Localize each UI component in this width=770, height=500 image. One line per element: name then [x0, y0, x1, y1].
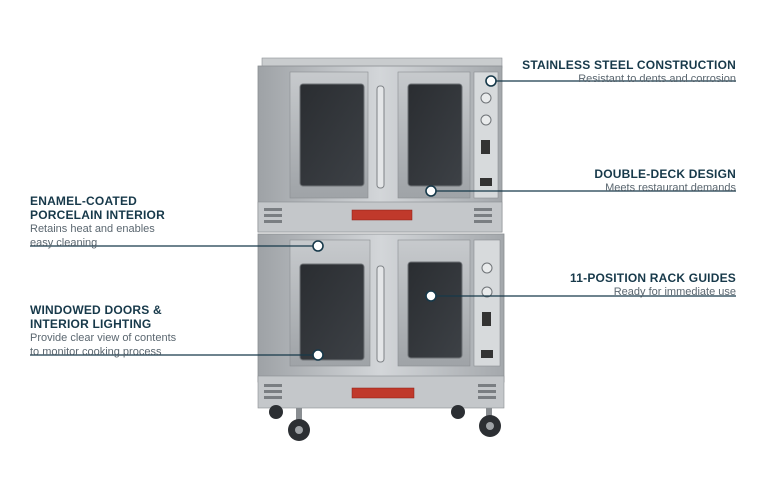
- upper-right-window: [407, 83, 463, 187]
- callout-double-deck: DOUBLE-DECK DESIGN Meets restaurant dema…: [594, 167, 736, 195]
- callout-title: ENAMEL-COATED PORCELAIN INTERIOR: [30, 194, 165, 222]
- lower-left-window: [299, 263, 365, 361]
- callout-windowed-doors: WINDOWED DOORS & INTERIOR LIGHTING Provi…: [30, 303, 176, 359]
- callout-description: Retains heat and enables easy cleaning: [30, 223, 155, 249]
- callout-title: DOUBLE-DECK DESIGN: [594, 167, 736, 181]
- callout-title: STAINLESS STEEL CONSTRUCTION: [522, 58, 736, 72]
- lower-brand-badge: [351, 387, 415, 399]
- dot-windowed: [312, 349, 324, 361]
- lower-door-handle: [376, 265, 385, 363]
- dot-stainless: [485, 75, 497, 87]
- callout-rack-guides: 11-POSITION RACK GUIDES Ready for immedi…: [570, 271, 736, 299]
- casters: [269, 405, 501, 441]
- leader-lines: [30, 80, 736, 356]
- upper-door-handle: [376, 85, 385, 189]
- lower-oven-deck: [257, 233, 505, 409]
- callout-description: Provide clear view of contents to monito…: [30, 332, 177, 358]
- callout-description: Resistant to dents and corrosion: [578, 73, 736, 85]
- dot-rack-guides: [425, 290, 437, 302]
- callout-title: WINDOWED DOORS & INTERIOR LIGHTING: [30, 303, 162, 331]
- callout-stainless-steel: STAINLESS STEEL CONSTRUCTION Resistant t…: [522, 58, 736, 86]
- callout-enamel-interior: ENAMEL-COATED PORCELAIN INTERIOR Retains…: [30, 194, 165, 250]
- lower-control-panel: [473, 239, 501, 367]
- dot-double-deck: [425, 185, 437, 197]
- leader-dots: [312, 75, 497, 361]
- callout-title: 11-POSITION RACK GUIDES: [570, 271, 736, 285]
- callout-description: Meets restaurant demands: [605, 182, 736, 194]
- dot-enamel: [312, 240, 324, 252]
- lower-right-window: [407, 261, 463, 359]
- upper-oven-deck: [257, 57, 503, 233]
- upper-left-window: [299, 83, 365, 187]
- upper-brand-badge: [351, 209, 413, 221]
- callout-description: Ready for immediate use: [613, 286, 736, 298]
